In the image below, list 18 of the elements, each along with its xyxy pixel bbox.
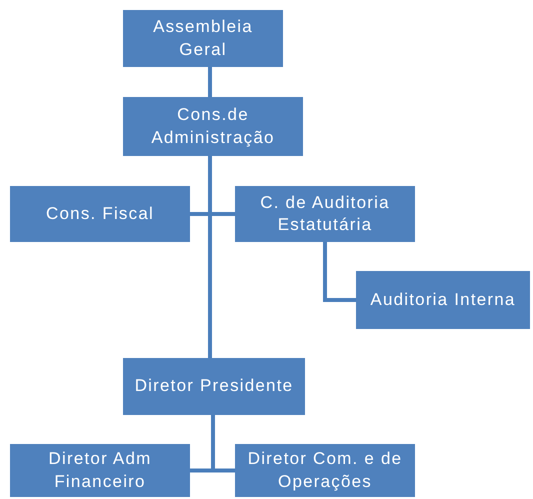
box-label: Diretor Com. e de Operações	[246, 448, 404, 493]
org-box	[235, 186, 415, 242]
org-box	[10, 186, 190, 242]
box-label: Cons.de Administração	[150, 104, 276, 149]
connector-line	[323, 242, 356, 302]
org-box	[356, 271, 530, 329]
box-label: Assembleia Geral	[152, 16, 254, 60]
box-label: Diretor Adm Financeiro	[48, 448, 152, 492]
org-box	[123, 358, 305, 415]
org-box	[235, 444, 415, 497]
org-box	[123, 10, 283, 67]
box-label: Cons. Fiscal	[46, 202, 154, 225]
connector-line	[208, 67, 212, 97]
org-box	[123, 97, 303, 156]
box-label: Diretor Presidente	[134, 375, 294, 398]
box-label: C. de Auditoria Estatutária	[259, 192, 391, 236]
box-label: Auditoria Interna	[370, 288, 516, 311]
org-box	[10, 444, 190, 497]
